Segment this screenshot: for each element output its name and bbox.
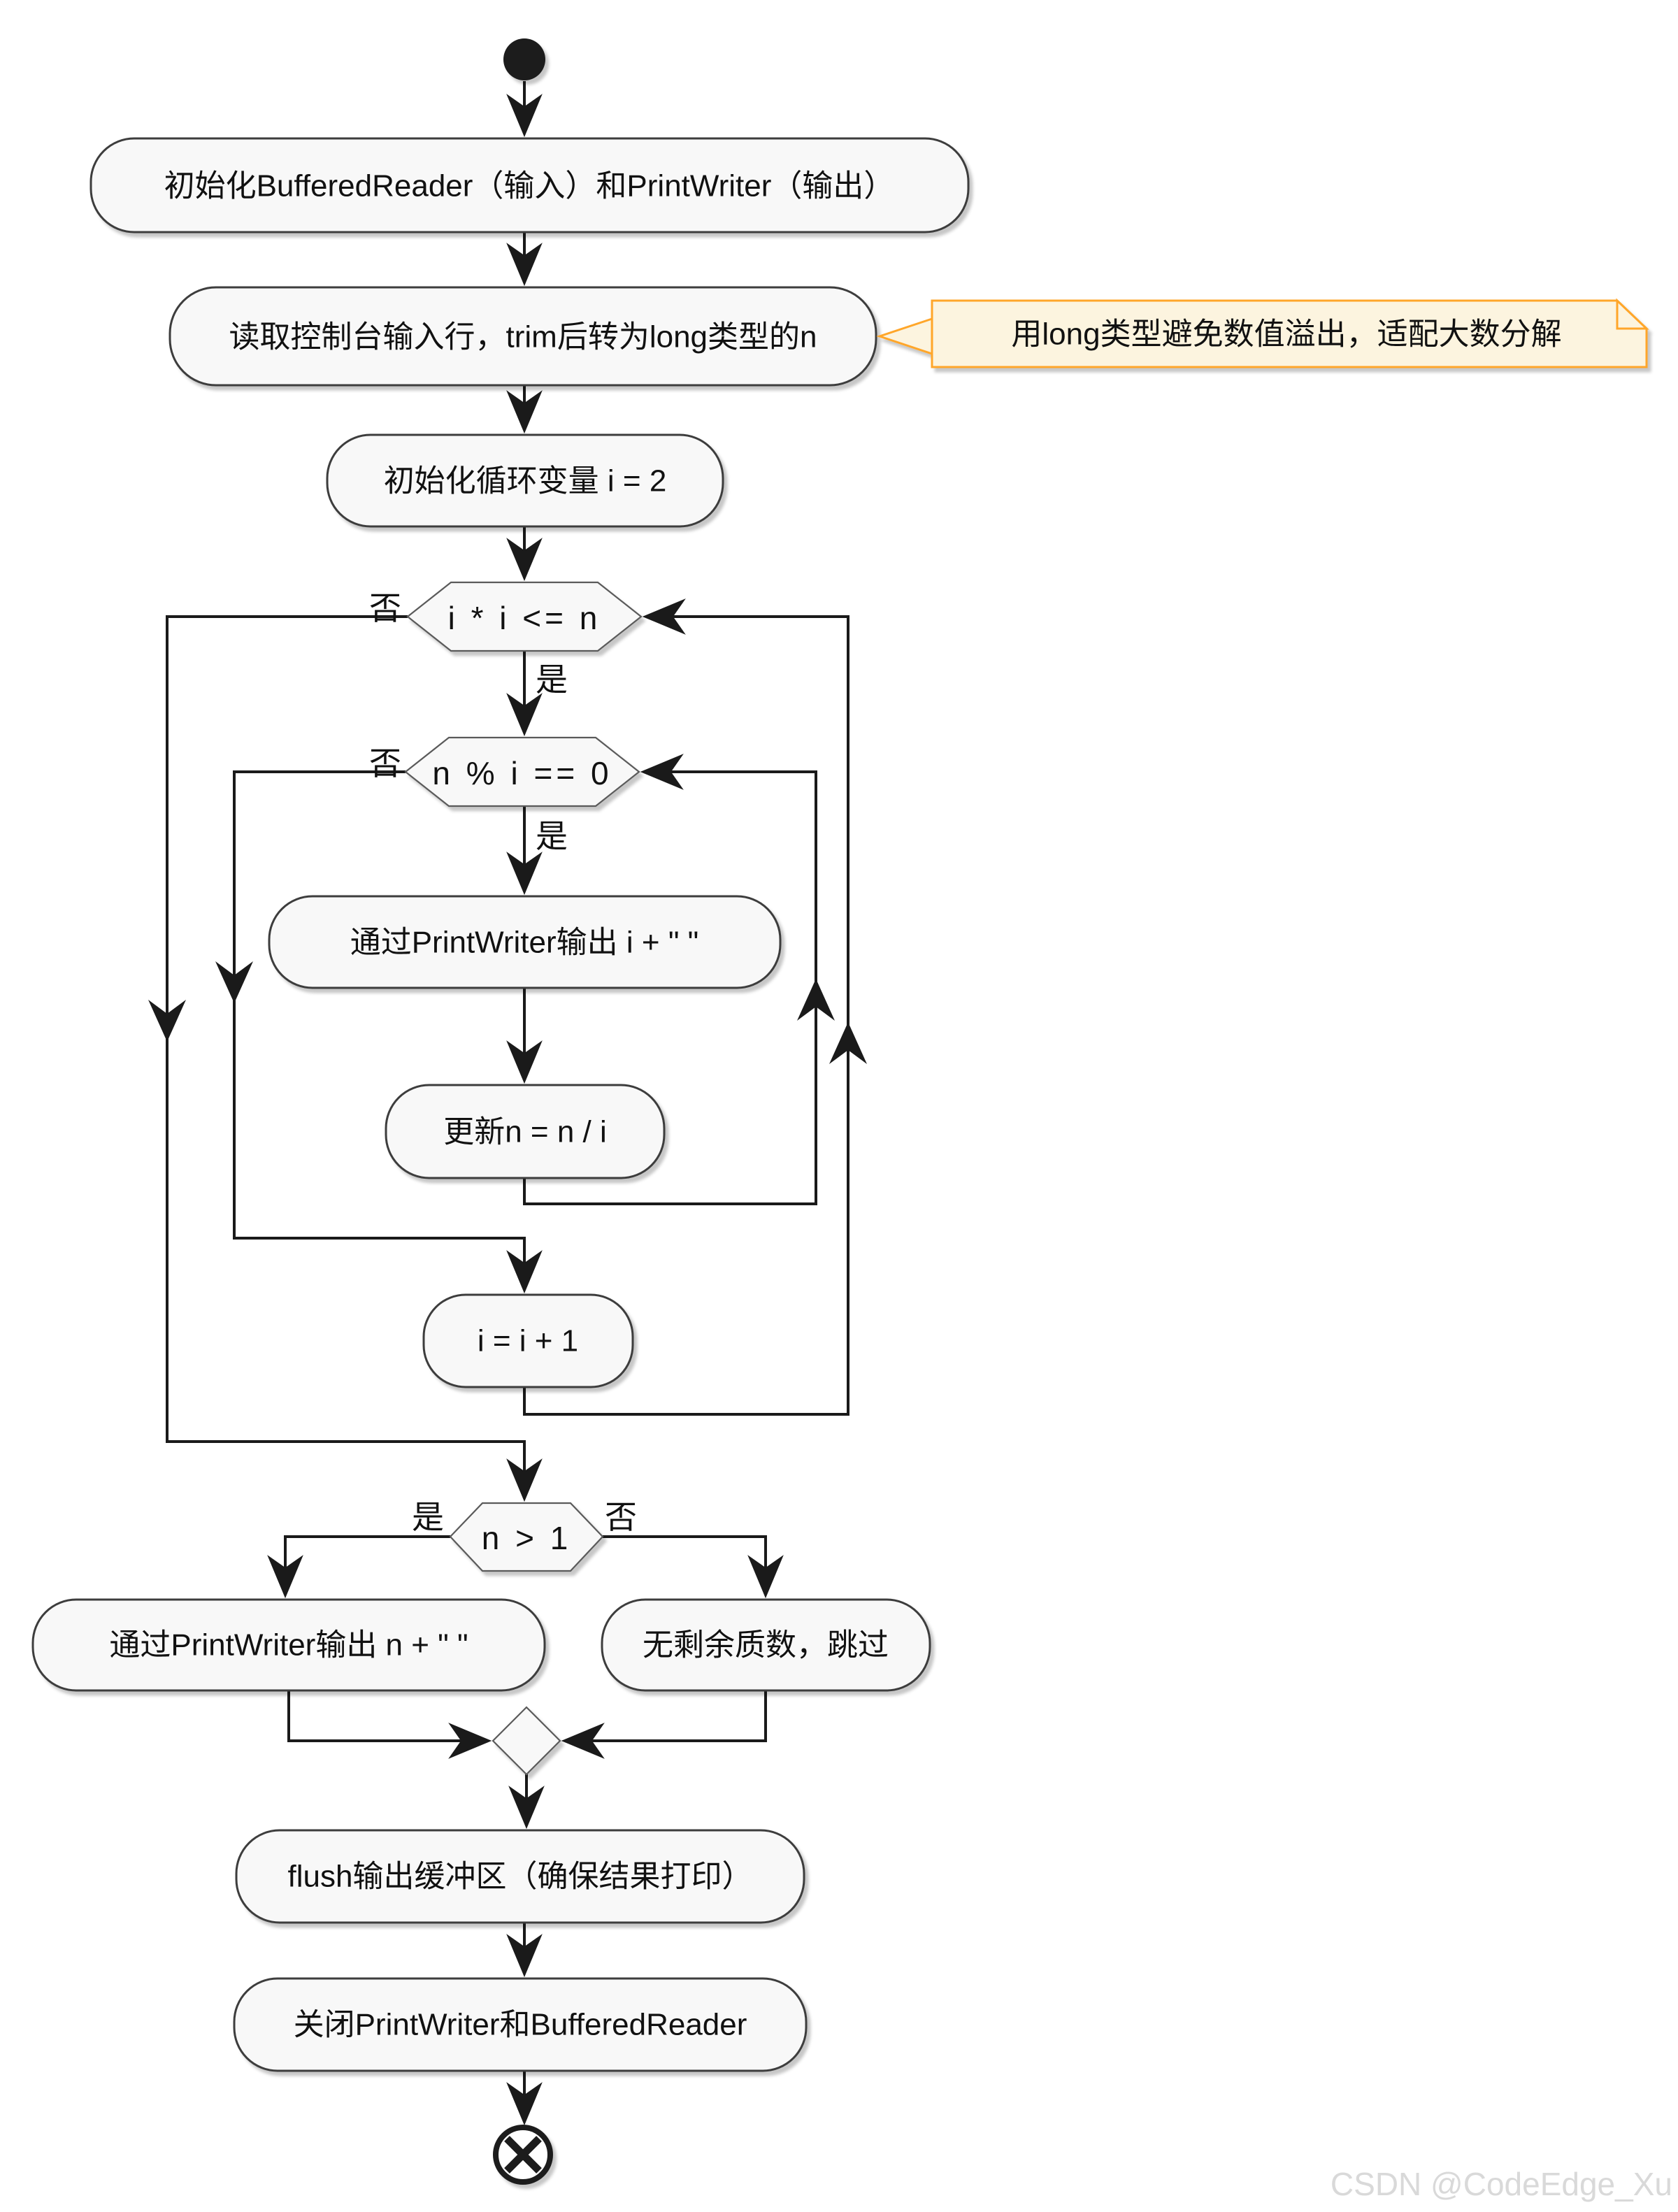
edge-cond-remaining-no-to-skip: [603, 1535, 784, 1599]
branch-label-no: 否: [369, 745, 401, 782]
decision-cond-outer-loop: [406, 581, 643, 652]
activity-label: flush输出缓冲区（确保结果打印）: [288, 1860, 753, 1894]
note-body: [931, 299, 1648, 368]
activity-init-loop-var: [326, 433, 724, 528]
branch-label-yes: 是: [536, 661, 568, 698]
activity-label: 无剩余质数，跳过: [643, 1628, 889, 1662]
activity-label: 读取控制台输入行，trim后转为long类型的n: [229, 320, 817, 354]
activity-increment-i: [422, 1293, 634, 1388]
branch-label-yes: 是: [536, 818, 568, 854]
note-pointer-icon: [876, 317, 933, 356]
nodes: [31, 38, 1649, 2185]
activity-close-streams: [233, 1977, 808, 2072]
node-labels: 初始化BufferedReader（输入）和PrintWriter（输出） 读取…: [109, 169, 1561, 2042]
branch-labels: 否 是 否 是 是 否: [369, 590, 637, 1535]
activity-label: 通过PrintWriter输出 i + " ": [350, 926, 699, 960]
watermark: CSDN @CodeEdge_Xu: [1331, 2166, 1672, 2202]
arrow-up-icon: [797, 979, 835, 1021]
decision-cond-divisible: [404, 736, 640, 807]
decision-cond-remaining: [449, 1502, 604, 1572]
branch-label-no: 否: [369, 590, 401, 626]
activity-read-input: [168, 286, 877, 387]
edge-update-n-loopback-to-cond-divisible: [523, 754, 817, 1205]
activity-label: 通过PrintWriter输出 n + " ": [109, 1628, 468, 1662]
edges: [148, 81, 867, 2126]
edge-skip-to-merge: [561, 1690, 767, 1759]
activity-init-io: [89, 137, 970, 234]
branch-label-yes: 是: [412, 1499, 444, 1535]
start-node: [503, 38, 545, 80]
end-node: [493, 2125, 553, 2185]
activity-label: i = i + 1: [478, 1324, 578, 1358]
arrow-down-icon: [148, 1000, 186, 1042]
branch-label-no: 否: [605, 1499, 637, 1535]
activity-label: 初始化BufferedReader（输入）和PrintWriter（输出）: [164, 169, 895, 203]
note-label: 用long类型避免数值溢出，适配大数分解: [1011, 317, 1561, 352]
note-fold-icon: [1616, 298, 1649, 330]
edge-increment-i-loopback-to-cond-outer: [523, 598, 849, 1416]
edge-cond-outer-no-to-cond-remaining: [166, 615, 543, 1502]
arrow-down-icon: [215, 961, 253, 1003]
activity-label: 更新n = n / i: [443, 1115, 607, 1149]
activity-update-n: [385, 1084, 666, 1179]
decision-label: n % i == 0: [432, 755, 612, 791]
decision-label: i * i <= n: [448, 600, 601, 636]
arrow-up-icon: [829, 1022, 867, 1064]
edge-cond-remaining-yes-to-print-remaining: [267, 1535, 450, 1599]
activity-no-remaining: [601, 1598, 931, 1692]
activity-flush-output: [235, 1829, 805, 1924]
activity-print-remaining: [31, 1598, 546, 1692]
merge-diamond: [492, 1706, 561, 1776]
activity-label: 初始化循环变量 i = 2: [384, 464, 667, 498]
activity-label: 关闭PrintWriter和BufferedReader: [294, 2008, 747, 2042]
edge-cond-divisible-no-to-increment-i: [233, 770, 543, 1294]
edge-print-remaining-to-merge: [287, 1690, 492, 1759]
activity-print-factor: [268, 895, 782, 989]
decision-label: n > 1: [482, 1520, 572, 1556]
